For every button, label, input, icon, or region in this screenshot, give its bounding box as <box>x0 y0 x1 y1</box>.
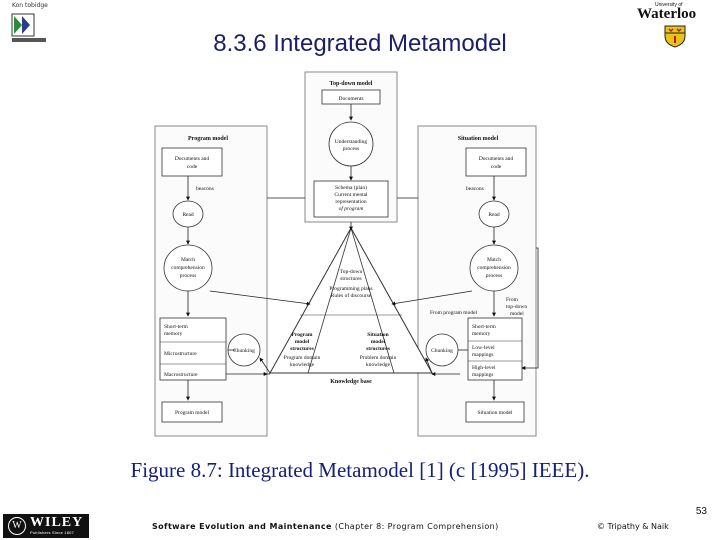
topdown-documents: Documents <box>338 96 363 102</box>
cambridge-logo <box>10 2 54 48</box>
situation-low-line1: Low-level <box>472 345 495 351</box>
topdown-title: Top-down model <box>330 81 373 87</box>
footer-book-title: Software Evolution and Maintenance <box>152 522 332 531</box>
situation-from-line2: top-down <box>506 304 527 310</box>
kb-program-line2: model <box>295 339 310 345</box>
kb-plans-line2: Rules of discourse <box>331 292 372 299</box>
page-number: 53 <box>695 506 707 517</box>
situation-from-program: From program model <box>430 310 478 316</box>
slide-title: 8.3.6 Integrated Metamodel <box>213 30 507 57</box>
understanding-process-line1: Understanding <box>335 139 368 145</box>
situation-docs-box <box>465 147 527 177</box>
kb-topdown-line1: Top-down <box>340 269 363 275</box>
schema-line2: Current mental <box>334 192 368 198</box>
situation-model-box <box>465 401 525 423</box>
kb-plans-line1: Programming plans <box>329 286 372 292</box>
kb-label: Knowledge base <box>330 379 372 385</box>
program-beacons: beacons <box>196 186 214 192</box>
program-docs-line2: code <box>187 164 198 170</box>
footer-chapter: (Chapter 8: Program Comprehension) <box>334 522 499 531</box>
footer-text: Software Evolution and Maintenance (Chap… <box>152 522 499 531</box>
situation-docs-line2: code <box>491 164 502 170</box>
program-stm-line1: Short-term <box>164 324 189 330</box>
kb-problem-knowledge-line1: Problem domain <box>360 355 397 361</box>
situation-high-line2: mappings <box>472 372 493 378</box>
waterloo-shield-icon <box>663 24 687 53</box>
situation-stm-box <box>467 317 523 381</box>
program-model-title: Program model <box>188 136 228 142</box>
situation-docs-line1: Documents and <box>479 156 514 162</box>
wiley-logo: W WILEY Publishers Since 1807 <box>3 514 89 538</box>
program-docs-line1: Documents and <box>175 156 210 162</box>
figure-caption: Figure 8.7: Integrated Metamodel [1] (c … <box>130 458 590 482</box>
kb-situation-line3: structures <box>366 346 390 352</box>
kb-program-knowledge-line2: knowledge <box>290 362 315 368</box>
kb-problem-knowledge-line2: knowledge <box>366 362 391 368</box>
knowledge-base-triangle <box>269 226 433 374</box>
program-docs-box <box>161 147 223 177</box>
situation-chunking: Chunking <box>431 348 453 354</box>
situation-stm-line2: memory <box>472 331 491 337</box>
situation-model-title: Situation model <box>458 136 499 142</box>
situation-beacons: beacons <box>466 186 484 192</box>
situation-match-line3: process <box>486 273 503 279</box>
university-label: University of <box>655 2 683 8</box>
situation-match-line1: Match <box>487 257 501 263</box>
schema-line4: of program <box>339 205 364 212</box>
program-micro: Microstructure <box>164 351 197 357</box>
situation-read: Read <box>488 212 500 218</box>
situation-model-word: model <box>510 311 524 317</box>
situation-from-line1: From <box>506 297 519 303</box>
understanding-process-line2: process <box>343 146 360 152</box>
metamodel-diagram: Top-down model Documents Understanding p… <box>154 71 539 437</box>
wiley-subtitle: Publishers Since 1807 <box>30 530 75 535</box>
program-match-line3: process <box>180 273 197 279</box>
schema-line1: Schema (plan) <box>335 184 367 191</box>
kb-program-line1: Program <box>292 332 313 338</box>
kb-topdown-line2: structures <box>340 276 361 282</box>
program-match-line2: comprehension <box>171 265 205 271</box>
situation-match-line2: comprehension <box>477 265 511 271</box>
schema-box <box>313 180 389 218</box>
program-stm-box <box>159 317 227 381</box>
program-model-label: Program model <box>175 410 210 416</box>
kb-situation-line1: Situation <box>367 332 388 338</box>
schema-line3: representation <box>335 199 366 205</box>
waterloo-wordmark: Waterloo <box>637 6 697 22</box>
program-stm-line2: memory <box>164 331 183 337</box>
program-model-box <box>161 401 223 423</box>
program-macro: Macrostructure <box>164 372 198 378</box>
program-match-line1: Match <box>181 257 195 263</box>
footer-credit: © Tripathy & Naik <box>597 522 669 531</box>
wiley-wordmark: WILEY <box>30 515 84 530</box>
program-read: Read <box>182 212 194 218</box>
kb-program-line3: structures <box>290 346 314 352</box>
situation-low-line2: mappings <box>472 352 493 358</box>
kb-situation-line2: model <box>371 339 386 345</box>
logo-wordmark: Kon tobidge <box>12 2 48 9</box>
situation-model-label: Situation model <box>478 410 513 416</box>
program-chunking: Chunking <box>233 348 255 354</box>
wiley-emblem-icon: W <box>8 517 26 535</box>
situation-high-line1: High-level <box>472 365 496 371</box>
situation-stm-line1: Short-term <box>472 324 497 330</box>
kb-program-knowledge-line1: Program domain <box>284 355 321 361</box>
